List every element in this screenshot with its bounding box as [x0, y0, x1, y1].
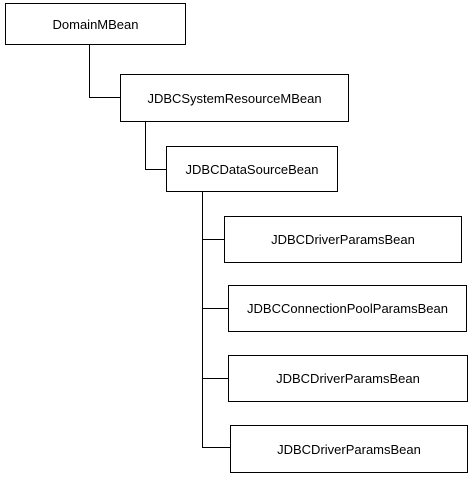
connector-system-resource-vertical: [145, 122, 146, 169]
connector-child-4: [202, 447, 230, 448]
connector-data-source-trunk: [202, 192, 203, 447]
node-jdbc-driver-params-bean-1: JDBCDriverParamsBean: [224, 216, 462, 263]
connector-child-3: [202, 378, 228, 379]
connector-domain-horizontal: [89, 97, 120, 98]
connector-child-2: [202, 308, 228, 309]
node-domain-mbean: DomainMBean: [5, 3, 186, 45]
node-jdbc-driver-params-bean-2: JDBCDriverParamsBean: [228, 355, 468, 402]
node-label: JDBCDataSourceBean: [185, 161, 319, 177]
node-label: JDBCDriverParamsBean: [277, 441, 421, 457]
node-label: JDBCDriverParamsBean: [276, 371, 420, 386]
node-jdbc-driver-params-bean-3: JDBCDriverParamsBean: [230, 425, 468, 473]
node-label: JDBCConnectionPoolParamsBean: [247, 301, 448, 316]
node-jdbc-data-source-bean: JDBCDataSourceBean: [166, 146, 338, 192]
node-jdbc-connection-pool-params-bean: JDBCConnectionPoolParamsBean: [228, 285, 467, 332]
connector-domain-vertical: [89, 45, 90, 97]
connector-child-1: [202, 239, 224, 240]
node-label: JDBCSystemResourceMBean: [147, 90, 322, 106]
connector-system-resource-horizontal: [145, 169, 166, 170]
node-label: JDBCDriverParamsBean: [271, 232, 415, 247]
node-jdbc-system-resource-mbean: JDBCSystemResourceMBean: [120, 74, 349, 122]
node-label: DomainMBean: [52, 16, 139, 32]
